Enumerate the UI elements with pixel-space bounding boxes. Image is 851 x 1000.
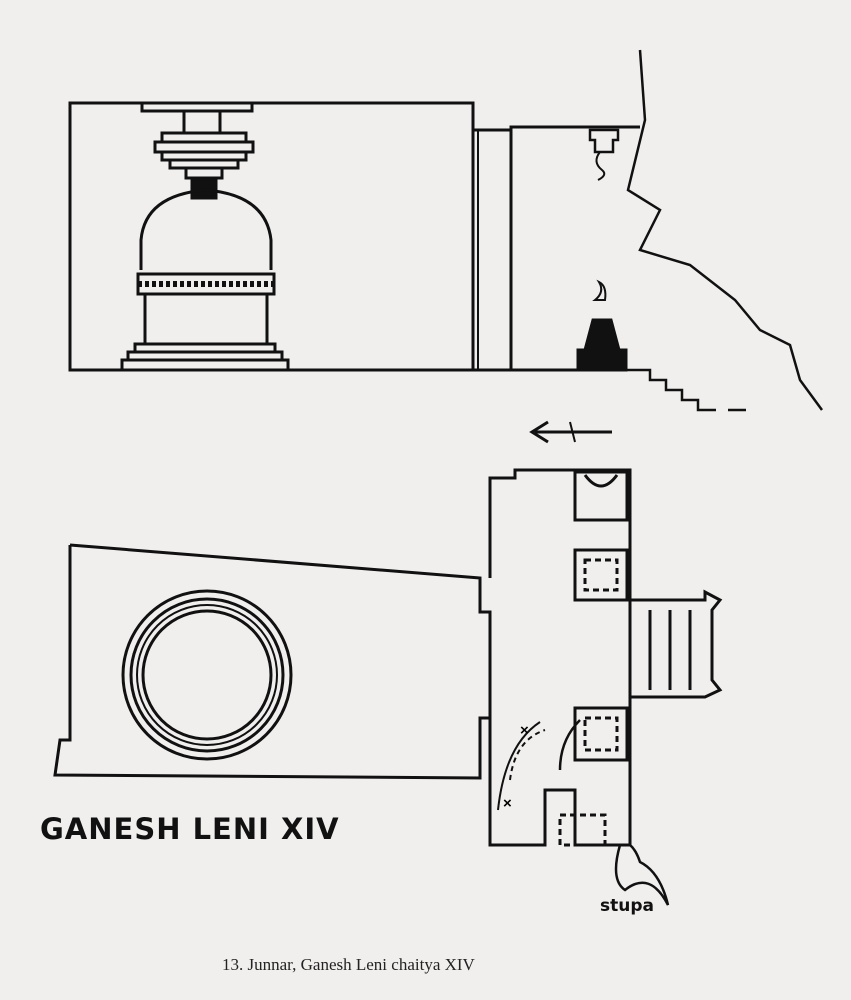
figure-caption: 13. Junnar, Ganesh Leni chaitya XIV <box>222 955 475 974</box>
marker-upper: × <box>520 722 529 739</box>
drawing-title: GANESH LENI XIV <box>40 812 340 846</box>
stupa-elevation <box>120 101 290 372</box>
elevation-section <box>68 49 824 444</box>
stupa-label: stupa <box>600 896 654 916</box>
ground-plan <box>53 468 723 906</box>
stupa-plan-circle <box>121 589 293 761</box>
marker-lower: × <box>503 795 512 812</box>
